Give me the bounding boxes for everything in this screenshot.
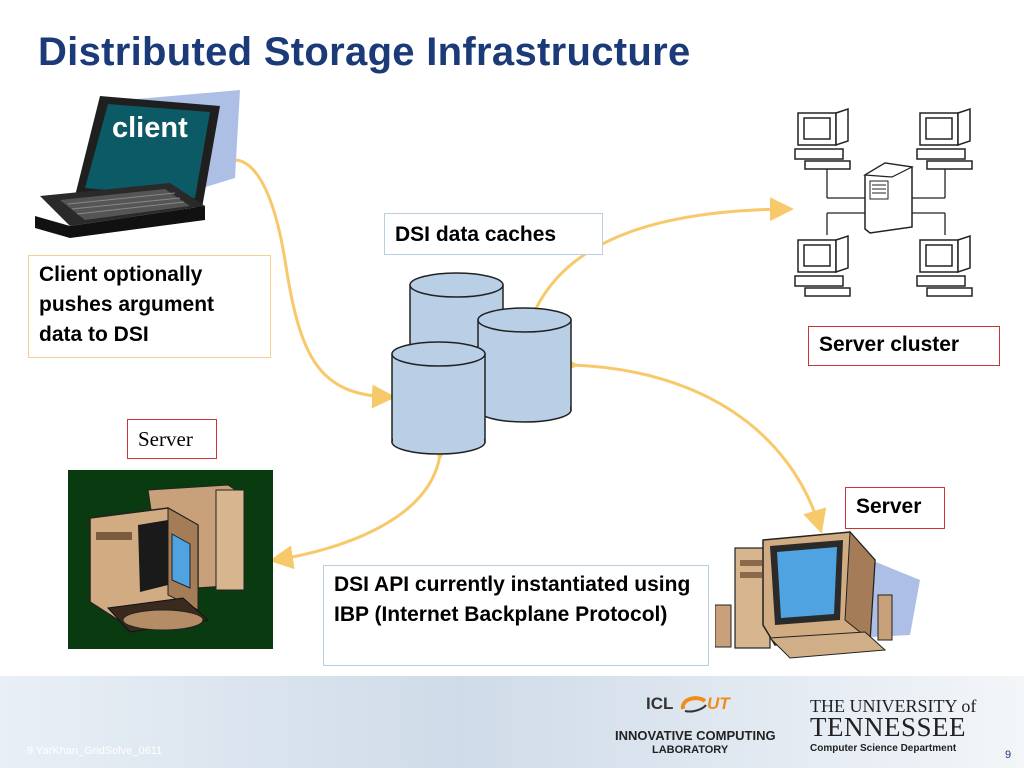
cache-cylinder-front xyxy=(391,341,486,455)
connector-caches-to-cluster xyxy=(510,197,794,349)
icl-logo-mark: ICL xyxy=(646,694,674,713)
server-right-computer-icon xyxy=(715,530,920,659)
laptop-client-icon xyxy=(35,90,240,238)
icl-swoosh-icon xyxy=(680,696,707,713)
ut-logo-tennessee: TENNESSEE xyxy=(810,712,966,742)
client-label: client xyxy=(112,112,188,144)
workstation-icon-bottom-left xyxy=(794,234,851,297)
server-tower-icon xyxy=(863,162,914,234)
server-right-label: Server xyxy=(845,487,945,529)
client-note-box: Client optionally pushes argument data t… xyxy=(28,255,271,358)
cache-cylinder-right xyxy=(477,307,572,423)
workstation-icon-top-left xyxy=(794,107,851,170)
server-cluster-icon xyxy=(794,107,973,297)
workstation-icon-bottom-right xyxy=(916,234,973,297)
server-left-label: Server xyxy=(127,419,217,459)
ut-logo-mark: UT xyxy=(707,694,730,713)
slide-title: Distributed Storage Infrastructure xyxy=(38,30,691,74)
dsi-caches-cylinders xyxy=(391,272,572,455)
ut-logo-department: Computer Science Department xyxy=(810,743,957,754)
icl-logo-title: INNOVATIVE COMPUTING xyxy=(615,728,776,743)
footer-band xyxy=(0,676,1024,768)
ut-logo-university: THE UNIVERSITY of xyxy=(810,696,977,716)
footer-text: 9 YarKhan_GridSolve_0611 xyxy=(27,745,163,757)
dsi-caches-label: DSI data caches xyxy=(384,213,603,255)
server-left-computer-icon xyxy=(68,470,273,649)
connector-caches-to-server-right xyxy=(554,352,827,534)
page-number: 9 xyxy=(1005,749,1012,761)
connector-caches-to-server-left xyxy=(269,435,455,570)
server-cluster-label: Server cluster xyxy=(808,326,1000,366)
api-note-box: DSI API currently instantiated using IBP… xyxy=(323,565,709,666)
icl-logo-subtitle: LABORATORY xyxy=(652,744,729,756)
workstation-icon-top-right xyxy=(916,107,973,170)
